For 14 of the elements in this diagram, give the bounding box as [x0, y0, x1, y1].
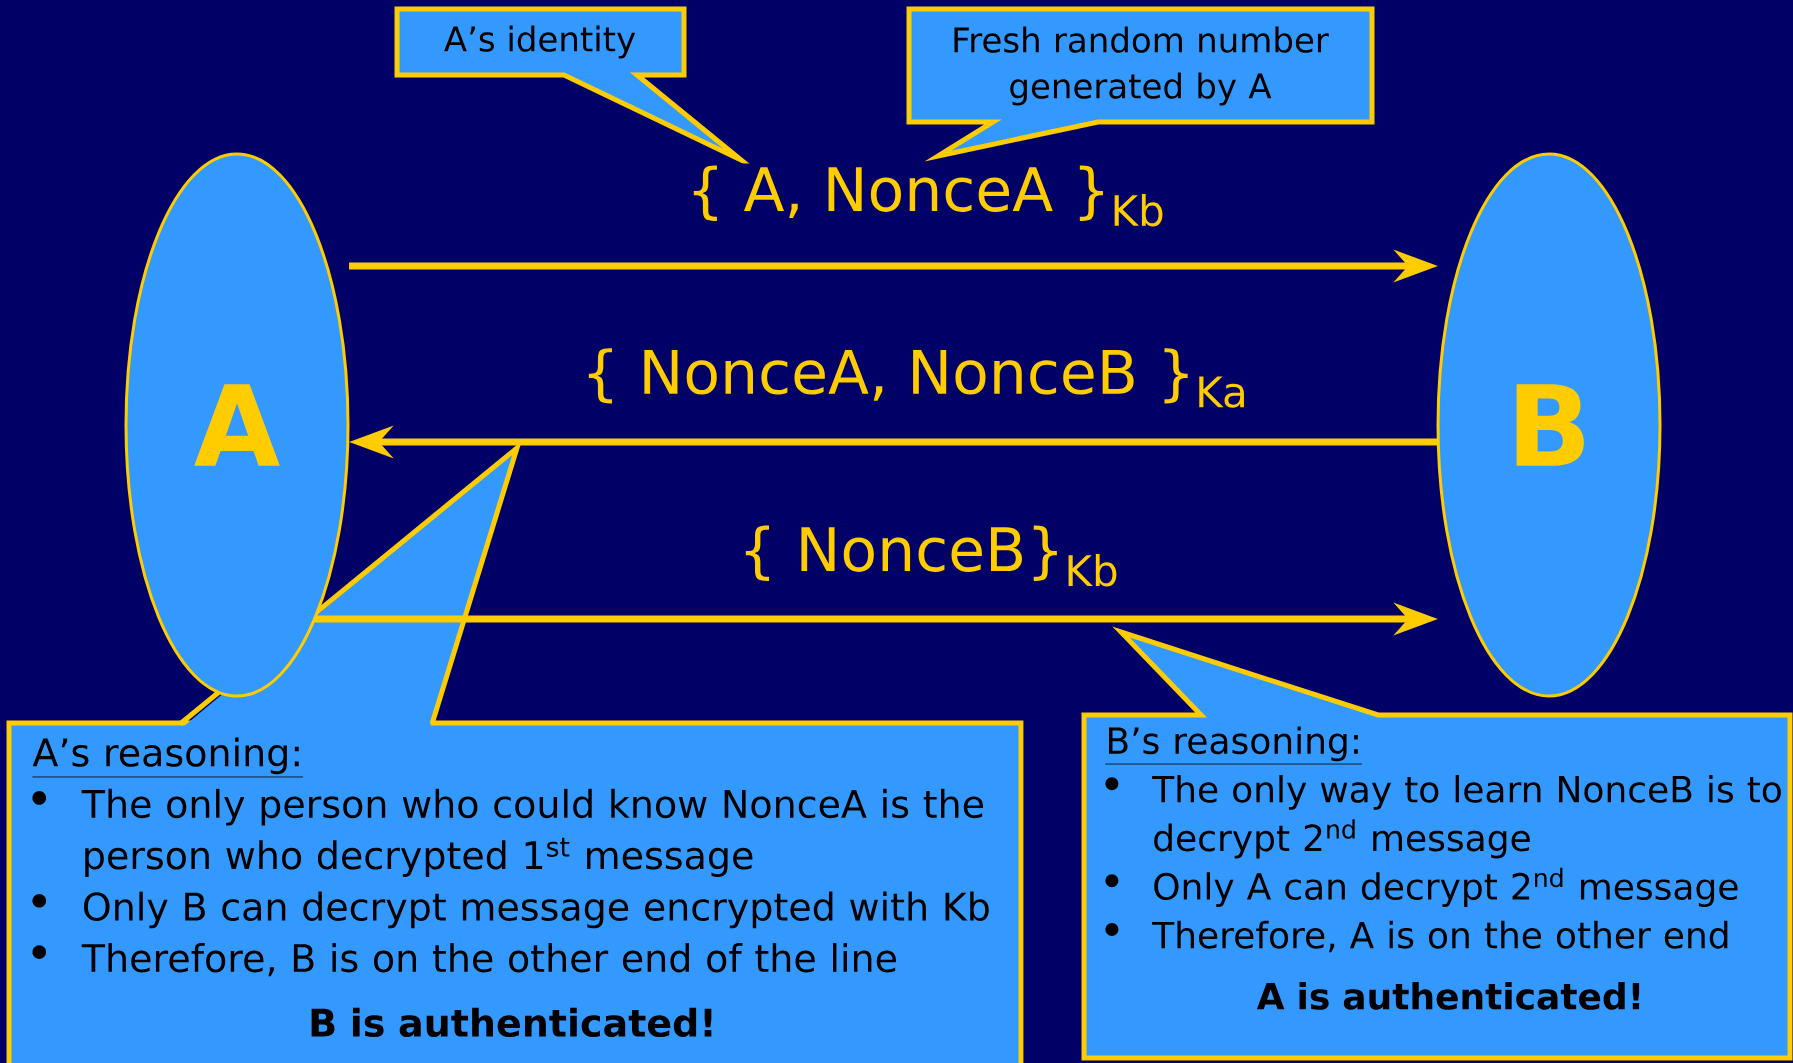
edge-label: { NonceB}$_{Kb}$: [736, 523, 1122, 589]
heading: A’s reasoning:: [32, 737, 304, 778]
heading: B’s reasoning:: [1105, 726, 1363, 765]
callout-box: Fresh random number generated by A: [906, 6, 1375, 162]
conclusion-text: A is authenticated!: [1256, 982, 1640, 1010]
bullet-item: The only person who could know NonceA is the person who decrypted 1$^{st}$ message: [32, 788, 983, 877]
edge-label: { NonceA, NonceB }$_{Ka}$: [579, 346, 1251, 410]
bullet-item: Only A can decrypt 2$^{nd}$ message: [1105, 867, 1738, 908]
conclusion-text: B is authenticated!: [311, 1007, 712, 1038]
bullet-item: Only B can decrypt message encrypted with Kb: [32, 891, 989, 929]
callout-box: [1081, 626, 1793, 1061]
edge-label: { A, NonceA }$_{Kb}$: [684, 163, 1168, 229]
bullet-item: Therefore, A is on the other end: [1105, 920, 1728, 953]
bullet-item: Therefore, B is on the other end of the line: [32, 943, 896, 977]
